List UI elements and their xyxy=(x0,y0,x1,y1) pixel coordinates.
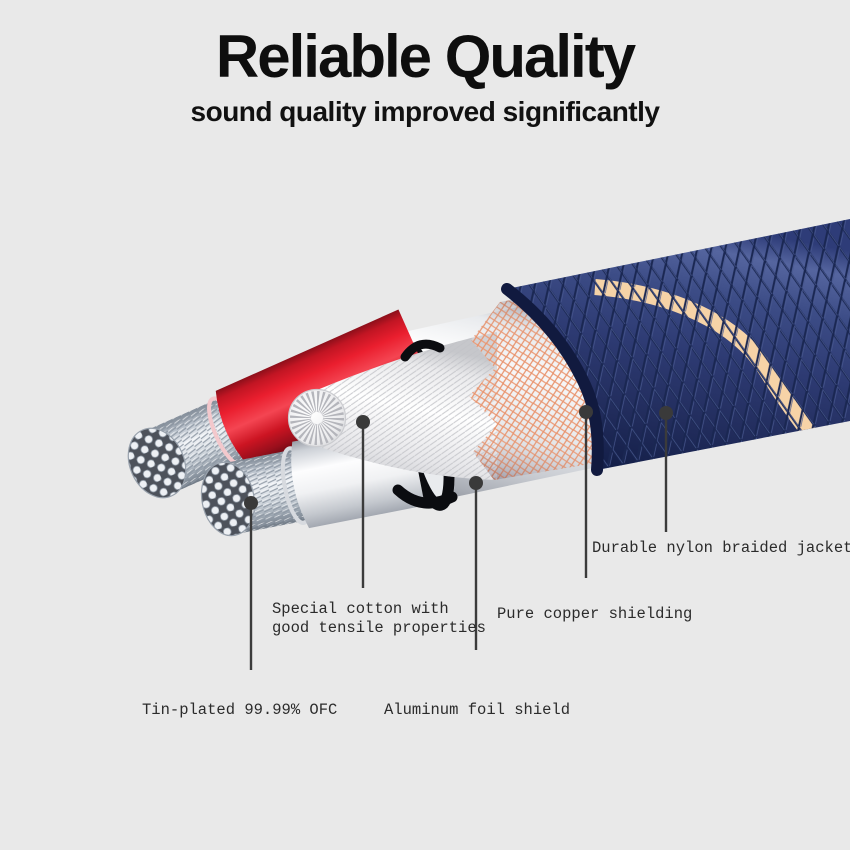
label-cotton-line2: good tensile properties xyxy=(272,619,486,637)
cotton-layer xyxy=(287,332,497,480)
page-subtitle: sound quality improved significantly xyxy=(190,96,660,127)
label-aluminum-foil: Aluminum foil shield xyxy=(384,701,571,719)
callout-dot-foil xyxy=(469,476,483,490)
label-cotton-line1: Special cotton with xyxy=(272,600,449,618)
callout-dot-jacket xyxy=(659,406,673,420)
label-nylon-jacket: Durable nylon braided jacket xyxy=(592,539,850,557)
jacket-cut-rim xyxy=(501,283,604,476)
callout-dot-copper xyxy=(579,405,593,419)
callout-dots xyxy=(244,405,673,510)
callout-lines xyxy=(249,412,668,670)
header: Reliable Quality sound quality improved … xyxy=(0,0,850,128)
callout-dot-tin xyxy=(244,496,258,510)
callout-dot-cotton xyxy=(356,415,370,429)
label-cotton: Special cotton with good tensile propert… xyxy=(272,600,486,638)
ring-top-crescent xyxy=(400,339,445,362)
ring-bottom-crescent xyxy=(392,484,458,509)
white-wire xyxy=(200,419,425,537)
label-tin-plated-ofc: Tin-plated 99.99% OFC xyxy=(142,701,338,719)
label-copper-shielding: Pure copper shielding xyxy=(497,605,693,623)
page-title: Reliable Quality xyxy=(215,23,636,90)
nylon-jacket-layer xyxy=(501,219,850,476)
